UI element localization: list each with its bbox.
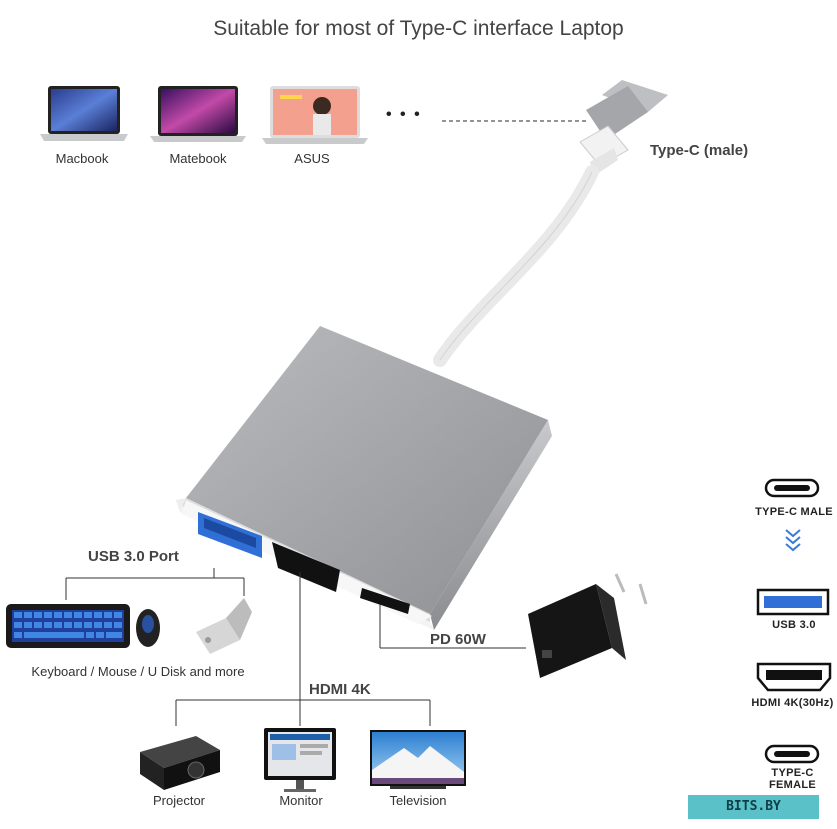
monitor-image (264, 728, 336, 792)
matebook-laptop-image (150, 86, 246, 142)
legend-usb3-icon (756, 588, 830, 616)
legend-label-typec-female: TYPE-C FEMALE (768, 767, 817, 791)
legend-label-hdmi: HDMI 4K(30Hz) (751, 697, 834, 709)
adapter-body (176, 326, 552, 630)
projector-image (140, 736, 220, 790)
legend-label-usb3: USB 3.0 (772, 619, 816, 631)
laptop-label-asus: ASUS (294, 151, 330, 166)
asus-laptop-image (262, 86, 368, 144)
macbook-laptop-image (40, 86, 128, 141)
down-chevrons-icon (785, 529, 801, 552)
display-label-television: Television (389, 793, 447, 808)
usb-disk-image (196, 598, 252, 654)
hdmi-port (272, 542, 340, 592)
callout-usb-port: USB 3.0 Port (88, 548, 179, 565)
keyboard-image (6, 604, 130, 648)
callout-pd: PD 60W (430, 631, 486, 648)
legend-typec-female-icon (764, 744, 820, 764)
usb3-port (198, 512, 262, 558)
laptop-label-macbook: Macbook (55, 151, 109, 166)
watermark-badge: BITS.BY (688, 795, 819, 819)
usb-devices-label: Keyboard / Mouse / U Disk and more (31, 664, 245, 679)
television-image (370, 730, 466, 789)
typec-female-port (360, 588, 410, 614)
mouse-image (136, 609, 160, 647)
headline: Suitable for most of Type-C interface La… (213, 17, 624, 40)
legend-label-typec-male: TYPE-C MALE (755, 506, 833, 518)
legend-typec-male-icon (764, 478, 820, 498)
legend-hdmi-icon (756, 662, 832, 692)
typec-male-connector (579, 80, 668, 176)
callout-typec-male: Type-C (male) (650, 142, 749, 159)
display-label-monitor: Monitor (279, 793, 323, 808)
more-laptops-dots: • • • (386, 106, 422, 123)
laptop-label-matebook: Matebook (169, 151, 227, 166)
charger-image (528, 573, 648, 678)
callout-hdmi: HDMI 4K (309, 681, 371, 698)
display-label-projector: Projector (152, 793, 206, 808)
